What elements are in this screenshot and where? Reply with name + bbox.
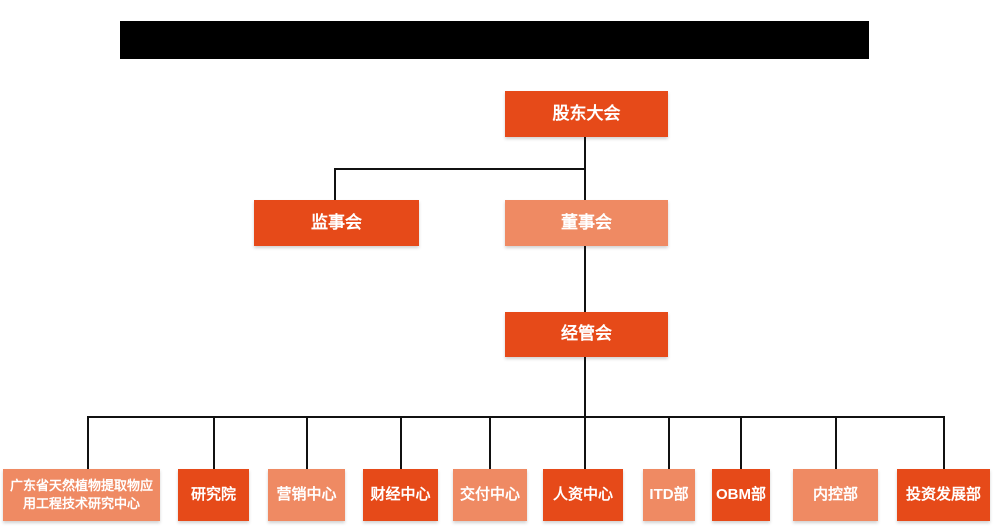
connector-dept-drop (835, 416, 837, 469)
org-node-gd-plant-extract-research-center: 广东省天然植物提取物应用工程技术研究中心 (3, 469, 160, 521)
connector-dept-drop (306, 416, 308, 469)
connector-management-departments (584, 357, 586, 469)
org-node-board-of-directors: 董事会 (505, 200, 668, 246)
org-node-shareholders-meeting: 股东大会 (505, 91, 668, 137)
org-node-hr-center: 人资中心 (543, 469, 623, 521)
connector-dept-drop (87, 416, 89, 469)
connector-supervisors-drop (334, 168, 336, 200)
org-node-obm-department: OBM部 (712, 469, 770, 521)
connector-dept-drop (400, 416, 402, 469)
redacted-title-bar (120, 21, 869, 59)
org-node-delivery-center: 交付中心 (453, 469, 527, 521)
connector-dept-drop (489, 416, 491, 469)
org-node-investment-development-department: 投资发展部 (897, 469, 990, 521)
org-node-marketing-center: 营销中心 (268, 469, 345, 521)
connector-directors-management (584, 246, 586, 312)
connector-dept-drop (740, 416, 742, 469)
org-node-research-institute: 研究院 (178, 469, 249, 521)
connector-dept-drop (213, 416, 215, 469)
org-node-finance-center: 财经中心 (363, 469, 438, 521)
org-node-itd-department: ITD部 (643, 469, 695, 521)
connector-dept-drop (943, 416, 945, 469)
org-node-internal-control-department: 内控部 (793, 469, 878, 521)
org-node-supervisory-board: 监事会 (254, 200, 419, 246)
connector-dept-drop (668, 416, 670, 469)
org-node-management-committee: 经管会 (505, 312, 668, 357)
connector-branch-horizontal (334, 168, 586, 170)
connector-departments-rail (87, 416, 945, 418)
